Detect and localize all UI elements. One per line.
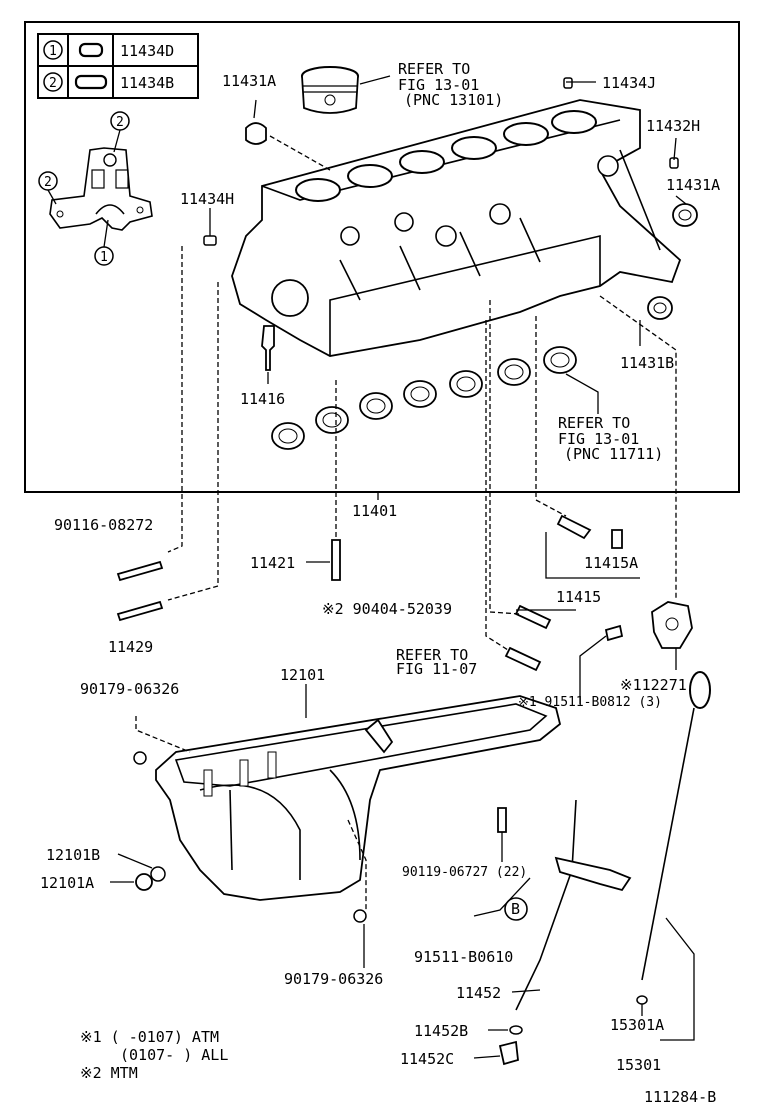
studs-drawing	[116, 514, 623, 672]
legend-circle-2	[43, 72, 63, 92]
label-11431B: 11431B	[620, 354, 674, 372]
cylinder-block-drawing	[231, 99, 682, 357]
label-11421: 11421	[250, 554, 295, 572]
label-12101A: 12101A	[40, 874, 94, 892]
oil-sensor-drawing	[604, 601, 693, 649]
small-parts-drawing	[203, 77, 698, 371]
label-12101B: 12101B	[46, 846, 100, 864]
slot-hole-icon	[74, 74, 108, 90]
label-15301A: 15301A	[610, 1016, 664, 1034]
label-11415A: 11415A	[584, 554, 638, 572]
dipstick-drawing	[498, 671, 711, 1066]
oil-pan-drawing	[133, 695, 562, 923]
label-refer-piston-2: FIG 13-01	[398, 76, 479, 94]
legend-table: 1 11434D 2 11434B	[37, 33, 199, 99]
svg-text:2: 2	[116, 115, 124, 130]
gasket-detail-drawing: 2 2 1	[38, 111, 153, 266]
label-11416: 11416	[240, 390, 285, 408]
label-refer-piston-3: (PNC 13101)	[404, 91, 503, 109]
label-112271: ※112271	[620, 676, 687, 694]
oval-hole-icon	[78, 42, 104, 58]
label-11452C: 11452C	[400, 1050, 454, 1068]
legend-circle-1	[43, 40, 63, 60]
label-15301: 15301	[616, 1056, 661, 1074]
label-11434J: 11434J	[602, 74, 656, 92]
legend-num-1: 1	[49, 44, 57, 59]
label-11432H: 11432H	[646, 117, 700, 135]
label-11431A-top: 11431A	[222, 72, 276, 90]
label-refer-piston-1: REFER TO	[398, 60, 470, 78]
label-11452B: 11452B	[414, 1022, 468, 1040]
main-bearings-drawing	[271, 346, 577, 450]
label-12101: 12101	[280, 666, 325, 684]
b-marker-text: B	[511, 900, 520, 918]
label-refer-bearing-3: (PNC 11711)	[564, 445, 663, 463]
label-90179-06326-bottom: 90179-06326	[284, 970, 383, 988]
legend-num-2: 2	[49, 76, 57, 91]
note-1-line-2: (0107- ) ALL	[120, 1046, 228, 1064]
dashed-leader-lines	[135, 135, 677, 910]
note-2: ※2 MTM	[80, 1064, 138, 1082]
label-91511-B0812: ※1 91511-B0812 (3)	[518, 695, 662, 710]
legend-part-2: 11434B	[120, 74, 174, 92]
label-refer-bearing-1: REFER TO	[558, 414, 630, 432]
label-90119-06727: 90119-06727 (22)	[402, 865, 527, 880]
label-90404-52039: ※2 90404-52039	[322, 600, 452, 618]
legend-part-1: 11434D	[120, 42, 174, 60]
label-11452: 11452	[456, 984, 501, 1002]
leader-lines	[110, 81, 695, 1059]
label-refer-fig11-1: REFER TO	[396, 646, 468, 664]
label-90116-08272: 90116-08272	[54, 516, 153, 534]
piston-drawing	[301, 66, 391, 114]
label-90179-06326-top: 90179-06326	[80, 680, 179, 698]
label-11434H: 11434H	[180, 190, 234, 208]
svg-text:2: 2	[44, 175, 52, 190]
note-1-line-1: ※1 ( -0107) ATM	[80, 1028, 219, 1046]
label-refer-bearing-2: FIG 13-01	[558, 430, 639, 448]
label-refer-fig11-2: FIG 11-07	[396, 660, 477, 678]
svg-text:1: 1	[100, 250, 108, 265]
label-11429: 11429	[108, 638, 153, 656]
block-group-frame	[24, 21, 740, 493]
label-11415: 11415	[556, 588, 601, 606]
label-11401: 11401	[352, 502, 397, 520]
label-11431A-right: 11431A	[666, 176, 720, 194]
figure-id: 111284-B	[644, 1088, 716, 1106]
label-91511-B0610: 91511-B0610	[414, 948, 513, 966]
b-marker-circle	[504, 897, 528, 921]
